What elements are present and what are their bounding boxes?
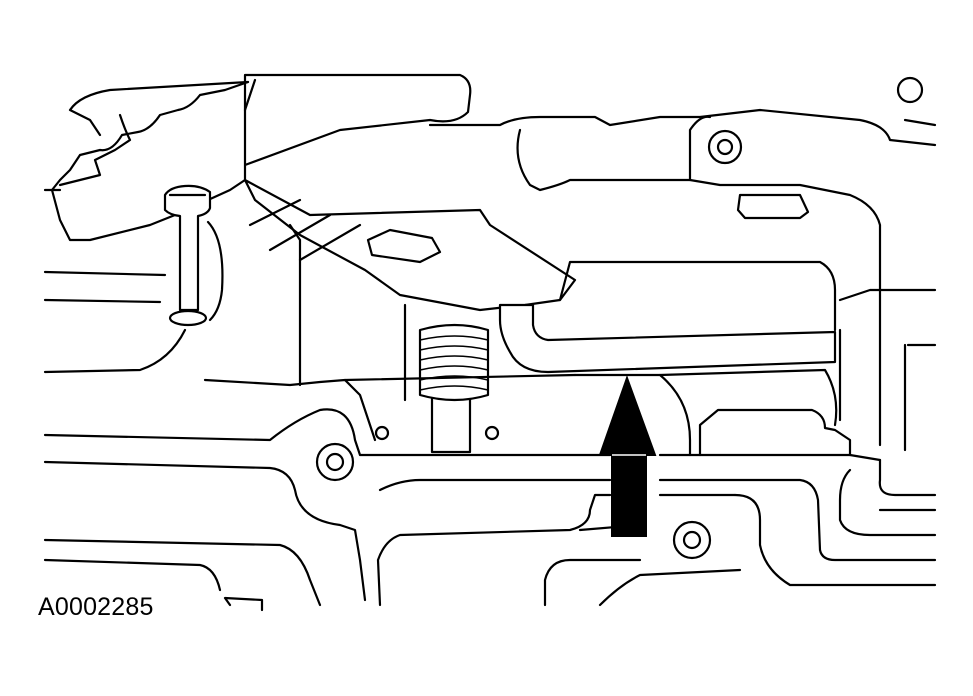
upper-housing [428, 76, 937, 447]
up-arrow-icon [598, 375, 657, 537]
mid-body [203, 193, 852, 457]
figure-reference-id: A0002285 [38, 593, 154, 621]
detent-spring [403, 303, 490, 454]
bolt [163, 184, 224, 327]
hook-tool [498, 303, 842, 422]
fluid-passages [43, 188, 937, 612]
lever-arm [50, 73, 577, 312]
